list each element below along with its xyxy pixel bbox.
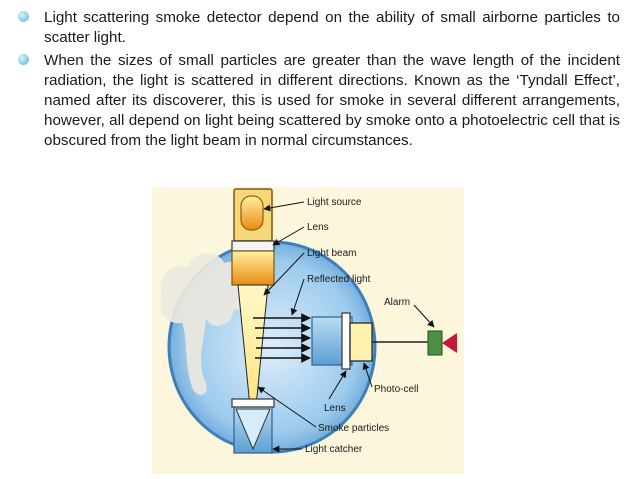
label-lens-top: Lens: [307, 222, 329, 233]
lens-top: [231, 240, 275, 252]
bullet-list: Light scattering smoke detector depend o…: [18, 8, 620, 154]
label-light-source: Light source: [307, 197, 362, 208]
smoke-cloud: [160, 252, 252, 395]
label-lens-bottom: Lens: [324, 403, 346, 414]
bullet-text: Light scattering smoke detector depend o…: [44, 9, 620, 46]
lens-bottom: [231, 398, 275, 408]
reflected-light-arrows: [253, 313, 311, 363]
bullet-marker-icon: [18, 54, 29, 65]
label-light-beam: Light beam: [307, 248, 356, 259]
smoke-detector-diagram: Light source Lens Light beam Reflected l…: [152, 187, 464, 474]
label-reflected-light: Reflected light: [307, 274, 371, 285]
lamp-bulb: [240, 195, 264, 231]
label-alarm: Alarm: [384, 297, 410, 308]
lamp-column: [231, 250, 275, 286]
alarm-horn-icon: [442, 333, 457, 353]
bullet-text: When the sizes of small particles are gr…: [44, 52, 620, 149]
bullet-marker-icon: [18, 11, 29, 22]
photo-cell: [349, 322, 373, 362]
lens-side: [341, 312, 351, 370]
label-photo-cell: Photo-cell: [374, 384, 418, 395]
bullet-item: Light scattering smoke detector depend o…: [18, 8, 620, 48]
alarm-body: [427, 330, 443, 356]
light-catcher-cone: [235, 408, 271, 451]
label-light-catcher: Light catcher: [305, 444, 363, 455]
label-smoke-particles: Smoke particles: [318, 423, 389, 434]
bullet-item: When the sizes of small particles are gr…: [18, 51, 620, 151]
diagram-labels: Light source Lens Light beam Reflected l…: [257, 197, 435, 455]
